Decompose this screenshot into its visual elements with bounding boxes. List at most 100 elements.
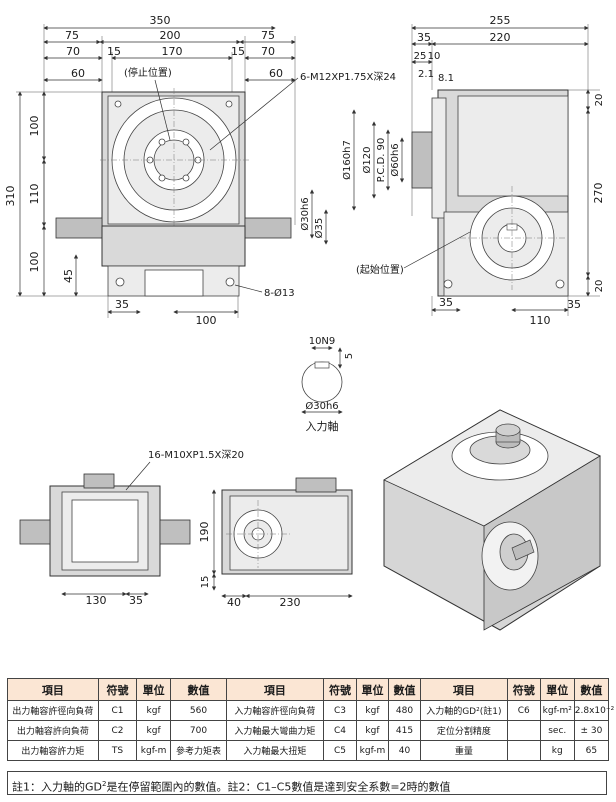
dim-front-100-upper: 100 xyxy=(28,116,41,137)
table-row: 出力軸容許徑向負荷 C1 kgf 560 入力軸容許徑向負荷 C3 kgf 48… xyxy=(7,700,614,721)
dim-front-75-right: 75 xyxy=(261,29,275,42)
header-unit: 單位 xyxy=(136,678,172,701)
dim-side-10: 10 xyxy=(428,51,441,62)
table-cell: 入力軸容許徑向負荷 xyxy=(225,700,324,721)
table-cell: 480 xyxy=(387,700,421,721)
callout-thread-bottom: 16-M10XP1.5X深20 xyxy=(148,449,244,461)
header-value: 數值 xyxy=(170,678,227,701)
shaft-detail-labels: 10N9 5 Ø30h6 入力軸 xyxy=(305,336,355,433)
dim-keyway-depth: 5 xyxy=(344,353,355,359)
dim-side-35: 35 xyxy=(417,31,431,44)
table-cell: kgf xyxy=(136,720,172,741)
header-item: 項目 xyxy=(419,678,508,701)
table-cell: kgf-m² xyxy=(539,700,575,721)
table-cell: C4 xyxy=(322,720,357,741)
dim-side-120: Ø120 xyxy=(361,147,373,174)
table-cell: C1 xyxy=(97,700,138,721)
dim-side-2-1: 2.1 xyxy=(418,69,434,80)
table-cell: 出力軸容許徑向負荷 xyxy=(7,700,99,721)
dim-front-60-left: 60 xyxy=(71,67,85,80)
callout-start-position: (起始位置) xyxy=(356,263,404,276)
technical-drawing: 350 75 200 75 70 15 170 15 70 60 60 (停止位… xyxy=(4,14,605,631)
callout-stop-position: (停止位置) xyxy=(124,66,172,79)
dim-front-100-bottom: 100 xyxy=(196,314,217,327)
footnote: 註1：入力軸的GD2是在停留範圍內的數值。註2：C1–C5數值是達到安全系數=2… xyxy=(7,771,607,795)
dim-shaft-30h6: Ø30h6 xyxy=(305,400,338,412)
input-shaft-caption: 入力軸 xyxy=(306,419,339,433)
table-cell: kg xyxy=(539,740,575,761)
table-cell: kgf xyxy=(355,720,389,741)
table-cell: 定位分割精度 xyxy=(419,720,508,741)
table-cell: 415 xyxy=(387,720,421,741)
table-row: 出力軸容許力矩 TS kgf-m 參考力矩表 入力軸最大扭矩 C5 kgf-m … xyxy=(7,740,610,761)
table-cell: 40 xyxy=(387,740,421,761)
footnote-superscript: 2 xyxy=(102,780,107,788)
callout-thread-front: 6-M12XP1.75X深24 xyxy=(300,71,396,83)
table-cell xyxy=(506,720,541,741)
dim-bottom-35: 35 xyxy=(129,594,143,607)
dim-side-160h7: Ø160h7 xyxy=(341,140,353,180)
dim-side-35-left: 35 xyxy=(439,296,453,309)
dim-front-60-right: 60 xyxy=(269,67,283,80)
dim-front-70-right: 70 xyxy=(261,45,275,58)
dim-side-220: 220 xyxy=(490,31,511,44)
shaft-detail xyxy=(301,345,343,415)
dim-front-310: 310 xyxy=(4,186,17,207)
header-symbol: 符號 xyxy=(97,678,138,701)
table-row: 出力軸容許向負荷 C2 kgf 700 入力軸最大彎曲力矩 C4 kgf 415… xyxy=(7,720,610,741)
table-cell: C2 xyxy=(97,720,138,741)
table-cell: 入力軸的GD²(註1) xyxy=(419,700,508,721)
dim-front-shaft-30h6: Ø30h6 xyxy=(299,197,311,230)
dim-end-190: 190 xyxy=(198,522,211,543)
header-unit: 單位 xyxy=(355,678,389,701)
isometric-view xyxy=(383,409,601,631)
end-view-labels: 190 15 40 230 xyxy=(198,522,301,610)
dim-side-20-bottom: 20 xyxy=(594,280,605,293)
end-view xyxy=(211,477,353,599)
dim-side-20-top: 20 xyxy=(594,94,605,107)
footnote-part1: 註1：入力軸的GD xyxy=(12,780,102,794)
spec-table-header: 項目 符號 單位 數值 項目 符號 單位 數值 項目 符號 單位 數值 xyxy=(7,678,610,701)
front-view xyxy=(16,24,329,318)
table-cell: 2.8x10⁻² xyxy=(573,700,614,721)
dim-front-75-left: 75 xyxy=(65,29,79,42)
dim-side-255: 255 xyxy=(490,14,511,27)
header-symbol: 符號 xyxy=(506,678,541,701)
spec-table: 項目 符號 單位 數值 項目 符號 單位 數值 項目 符號 單位 數值 出力軸容… xyxy=(7,678,614,761)
dim-front-200: 200 xyxy=(160,29,181,42)
header-value: 數值 xyxy=(387,678,421,701)
table-cell: 參考力矩表 xyxy=(170,740,227,761)
table-cell: C5 xyxy=(322,740,357,761)
side-view-labels: 255 35 220 25 10 2.1 8.1 Ø160h7 Ø120 P.C… xyxy=(341,14,605,327)
header-unit: 單位 xyxy=(539,678,575,701)
dim-side-60h6: Ø60h6 xyxy=(389,143,401,176)
table-cell: 560 xyxy=(170,700,227,721)
dim-front-170: 170 xyxy=(162,45,183,58)
dim-end-15: 15 xyxy=(200,576,211,589)
dim-side-110: 110 xyxy=(530,314,551,327)
header-value: 數值 xyxy=(573,678,610,701)
table-cell: sec. xyxy=(539,720,575,741)
table-cell: 入力軸最大扭矩 xyxy=(225,740,324,761)
table-cell: 出力軸容許力矩 xyxy=(7,740,99,761)
front-view-labels: 350 75 200 75 70 15 170 15 70 60 60 (停止位… xyxy=(4,14,396,327)
table-cell: C3 xyxy=(322,700,357,721)
dim-end-40: 40 xyxy=(227,596,241,609)
dim-side-25: 25 xyxy=(414,51,427,62)
dim-side-8-1: 8.1 xyxy=(438,73,454,84)
dim-front-shaft-35: Ø35 xyxy=(313,218,325,239)
side-view xyxy=(351,24,600,316)
dim-front-15-left: 15 xyxy=(107,45,121,58)
dim-front-45: 45 xyxy=(62,269,75,283)
dim-bottom-130: 130 xyxy=(86,594,107,607)
dim-keyway-10n9: 10N9 xyxy=(309,336,336,347)
table-cell: kgf-m xyxy=(136,740,172,761)
header-item: 項目 xyxy=(225,678,324,701)
dim-front-350: 350 xyxy=(150,14,171,27)
table-cell: C6 xyxy=(506,700,541,721)
dim-front-15-right: 15 xyxy=(231,45,245,58)
dim-side-270: 270 xyxy=(592,183,605,204)
dim-front-35-bottom: 35 xyxy=(115,298,129,311)
table-cell: 出力軸容許向負荷 xyxy=(7,720,99,741)
table-cell: kgf xyxy=(355,700,389,721)
